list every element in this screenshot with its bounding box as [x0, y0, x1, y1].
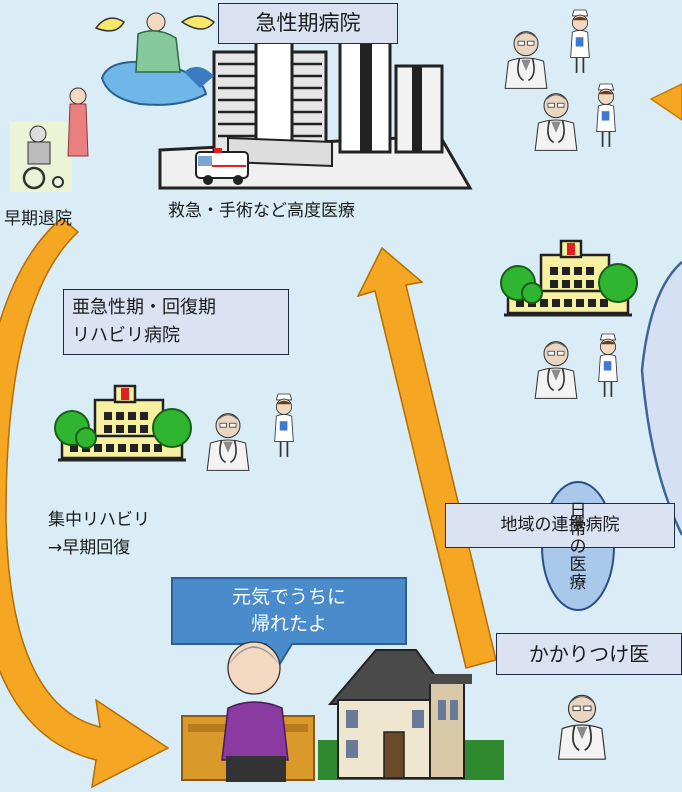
daily-care-char: 日: [569, 501, 587, 521]
doctor-icon: [534, 340, 578, 400]
doctor-icon: [534, 92, 578, 152]
daily-care-char: 常: [569, 519, 587, 539]
surgical-lamp-icon: [94, 15, 216, 32]
acute-hospital-label: 急性期病院: [218, 3, 398, 44]
gp-network-oval: [640, 261, 682, 536]
speech-line: 元気でうちに: [231, 586, 346, 608]
regional-hospital-label: 地域の連携病院: [445, 503, 675, 548]
doctor-icon: [557, 694, 607, 761]
acute-hospital-description: 救急・手術など高度医療: [168, 201, 355, 221]
doctor-icon: [504, 30, 548, 90]
house-icon: [318, 649, 504, 780]
nurse-icon: [569, 9, 591, 74]
cycle-arrow-top: [649, 83, 682, 121]
acute-hospital-building-icon: [158, 38, 473, 190]
referral-arrow: [356, 246, 497, 669]
daily-care-char: の: [569, 537, 587, 557]
doctor-icon: [206, 412, 250, 472]
speech-bubble: [171, 577, 407, 684]
regional-hospital-icon: [499, 239, 639, 317]
daily-care-char: 療: [569, 573, 587, 593]
early-discharge-arrow: [0, 217, 170, 789]
speech-bubble-text: 元気でうちに 帰れたよ: [172, 578, 406, 644]
rehab-hospital-icon: [53, 384, 193, 462]
subacute-hospital-label: 亜急性期・回復期 リハビリ病院: [63, 289, 289, 355]
ambulance-icon: [195, 148, 249, 185]
elderly-woman-icon: [181, 641, 315, 782]
nurse-icon: [273, 393, 295, 458]
subacute-title-line: リハビリ病院: [72, 325, 180, 346]
nurse-icon: [595, 83, 617, 148]
subacute-hospital-description: 集中リハビリ →早期回復: [48, 506, 150, 562]
description-line: 集中リハビリ: [48, 510, 150, 530]
caregiver-wheelchair-icon: [10, 87, 89, 192]
daily-care-label: 日 常 の 医 療: [543, 484, 613, 610]
description-line: →早期回復: [48, 538, 131, 558]
gp-label: かかりつけ医: [496, 633, 682, 675]
operating-room-icon: [94, 12, 216, 106]
speech-line: 帰れたよ: [250, 613, 327, 635]
early-discharge-label: 早期退院: [4, 209, 72, 229]
nurse-icon: [597, 333, 619, 398]
subacute-title-line: 亜急性期・回復期: [72, 297, 216, 318]
daily-care-char: 医: [569, 555, 587, 575]
